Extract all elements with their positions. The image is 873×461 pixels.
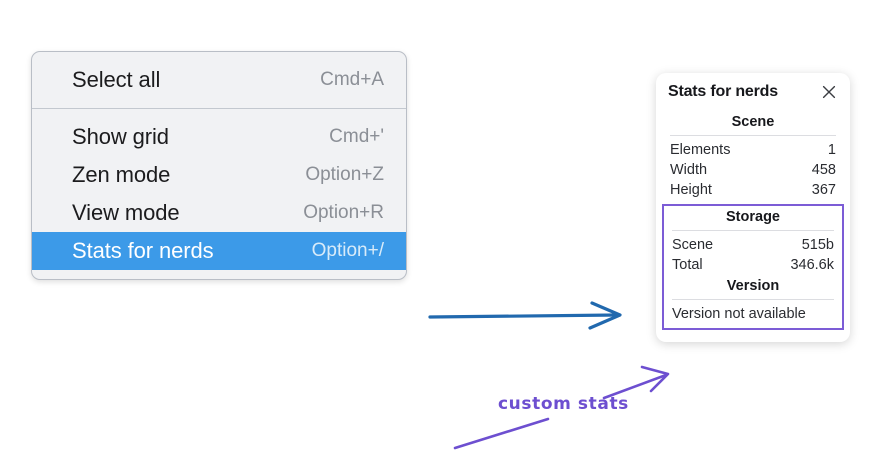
menu-item-label: Select all <box>72 67 161 92</box>
blue-arrow-annotation <box>428 301 622 330</box>
canvas-context-menu[interactable]: Select all Cmd+A Show grid Cmd+' Zen mod… <box>31 51 407 280</box>
menu-item-label: View mode <box>72 200 180 225</box>
stat-value: 515b <box>801 237 834 253</box>
custom-stats-region: Storage Scene 515b Total 346.6k Version … <box>662 204 844 330</box>
stats-panel-header: Stats for nerds <box>668 83 838 101</box>
purple-underline-annotation <box>453 417 550 450</box>
version-section-heading: Version <box>726 278 780 294</box>
menu-item-label: Zen mode <box>72 162 171 187</box>
storage-section-divider <box>672 230 834 231</box>
stat-row-elements: Elements 1 <box>668 140 838 160</box>
stat-key: Total <box>672 257 703 273</box>
menu-item-stats-for-nerds[interactable]: Stats for nerds Option+/ <box>32 232 406 270</box>
scene-section-heading: Scene <box>731 114 775 130</box>
menu-item-select-all[interactable]: Select all Cmd+A <box>32 61 406 99</box>
stat-key: Scene <box>672 237 714 253</box>
version-value: Version not available <box>672 306 806 322</box>
menu-item-label: Stats for nerds <box>72 238 214 263</box>
stat-key: Elements <box>670 142 731 158</box>
stat-row-height: Height 367 <box>668 180 838 200</box>
menu-group-2: Show grid Cmd+' Zen mode Option+Z View m… <box>32 108 406 279</box>
stat-row-storage-total: Total 346.6k <box>670 255 836 275</box>
menu-item-zen-mode[interactable]: Zen mode Option+Z <box>32 156 406 194</box>
menu-item-shortcut: Option+/ <box>311 240 384 261</box>
stat-row-storage-scene: Scene 515b <box>670 235 836 255</box>
stats-panel-title: Stats for nerds <box>668 83 778 100</box>
version-section-divider <box>672 299 834 300</box>
stat-value: 458 <box>811 162 836 178</box>
close-icon[interactable] <box>820 83 838 101</box>
stat-row-width: Width 458 <box>668 160 838 180</box>
menu-item-shortcut: Cmd+' <box>329 126 384 147</box>
stat-key: Width <box>670 162 708 178</box>
menu-item-view-mode[interactable]: View mode Option+R <box>32 194 406 232</box>
storage-section-heading: Storage <box>726 209 780 225</box>
stat-value: 346.6k <box>790 257 834 273</box>
stat-key: Height <box>670 182 712 198</box>
menu-item-shortcut: Option+Z <box>305 164 384 185</box>
stats-for-nerds-panel: Stats for nerds Scene Elements 1 Width 4… <box>656 73 850 342</box>
handwritten-note: custom stats <box>498 394 629 414</box>
menu-item-shortcut: Option+R <box>303 202 384 223</box>
menu-item-label: Show grid <box>72 124 169 149</box>
stat-value: 367 <box>811 182 836 198</box>
scene-section-divider <box>670 135 836 136</box>
stat-value: 1 <box>827 142 836 158</box>
menu-item-show-grid[interactable]: Show grid Cmd+' <box>32 118 406 156</box>
menu-item-shortcut: Cmd+A <box>320 69 384 90</box>
menu-group-1: Select all Cmd+A <box>32 52 406 108</box>
